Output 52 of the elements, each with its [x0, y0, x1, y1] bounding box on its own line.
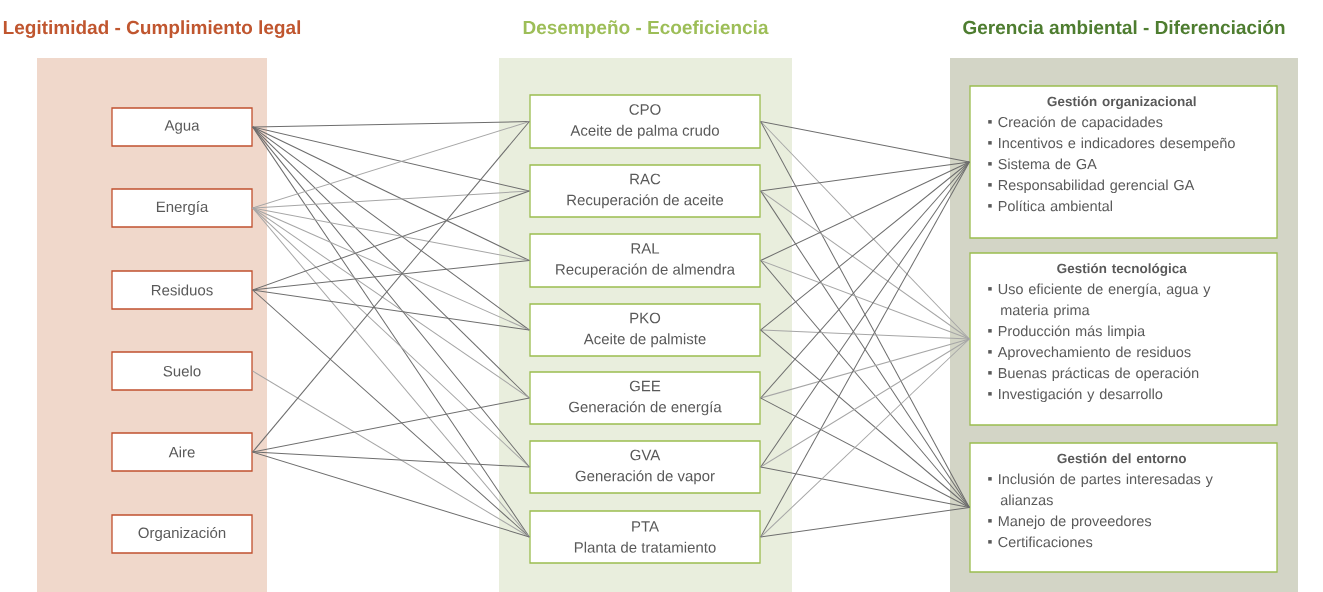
connector-line — [252, 289, 530, 538]
connector-line — [760, 161, 970, 399]
connector-line — [760, 121, 970, 508]
bullet-list-panel: Gestión tecnológica Uso eficiente de energía, agua y materia prima Producción más limpia Aprovechamiento de residuos Buenas prácticas de operación Investigación y desarrollo — [969, 252, 1278, 426]
node-label: Legitimidad - Cumplimiento legal — [3, 20, 301, 39]
category-box: Suelo — [111, 351, 253, 391]
connector-line — [252, 126, 530, 261]
connector-line — [252, 121, 530, 209]
connector-line — [760, 121, 970, 163]
connector-line — [252, 121, 530, 128]
category-box: Energía — [111, 188, 253, 228]
connector-line — [252, 190, 530, 291]
process-box: RAC Recuperación de aceite — [529, 164, 761, 218]
connector-line — [760, 329, 970, 340]
bullet-list-panel: Gestión del entorno Inclusión de partes interesadas y alianzas Manejo de proveedores Certificaciones — [969, 442, 1278, 573]
process-box: CPO Aceite de palma crudo — [529, 94, 761, 149]
connector-line — [760, 121, 970, 340]
category-box: Agua — [111, 107, 253, 147]
process-box: GVA Generación de vapor — [529, 440, 761, 494]
connector-line — [760, 338, 970, 399]
category-box: Aire — [111, 432, 253, 472]
connector-line — [760, 190, 970, 508]
process-box: RAL Recuperación de almendra — [529, 233, 761, 288]
connector-line — [252, 207, 530, 261]
connector-line — [252, 289, 530, 331]
process-box: PTA Planta de tratamiento — [529, 510, 761, 564]
connector-line — [760, 161, 970, 261]
connector-line — [760, 161, 970, 538]
process-box: PKO Aceite de palmiste — [529, 303, 761, 357]
connector-line — [252, 126, 530, 192]
connector-line — [760, 507, 970, 538]
connector-line — [760, 397, 970, 508]
connector-line — [252, 190, 530, 209]
connector-line — [760, 260, 970, 340]
node-label: Gerencia ambiental - Diferenciación — [963, 20, 1285, 35]
connector-line — [760, 329, 970, 508]
connector-line — [252, 260, 530, 291]
node-label: Desempeño - Ecoeficiencia — [523, 20, 769, 38]
connector-line — [760, 190, 970, 340]
bullet-list-panel: Gestión organizacional Creación de capacidades Incentivos e indicadores desempeño Sistema de GA Responsabilidad gerencial GA Política ambiental — [969, 85, 1278, 239]
connector-line — [760, 161, 970, 331]
connector-line — [760, 338, 970, 468]
connector-line — [760, 161, 970, 192]
connector-line — [760, 466, 970, 508]
connector-line — [760, 338, 970, 538]
category-box: Residuos — [111, 270, 253, 310]
category-box: Organización — [111, 514, 253, 554]
process-box: GEE Generación de energía — [529, 371, 761, 425]
connector-line — [252, 451, 530, 538]
connector-line — [252, 126, 530, 331]
connector-line — [252, 451, 530, 468]
connector-line — [760, 260, 970, 508]
